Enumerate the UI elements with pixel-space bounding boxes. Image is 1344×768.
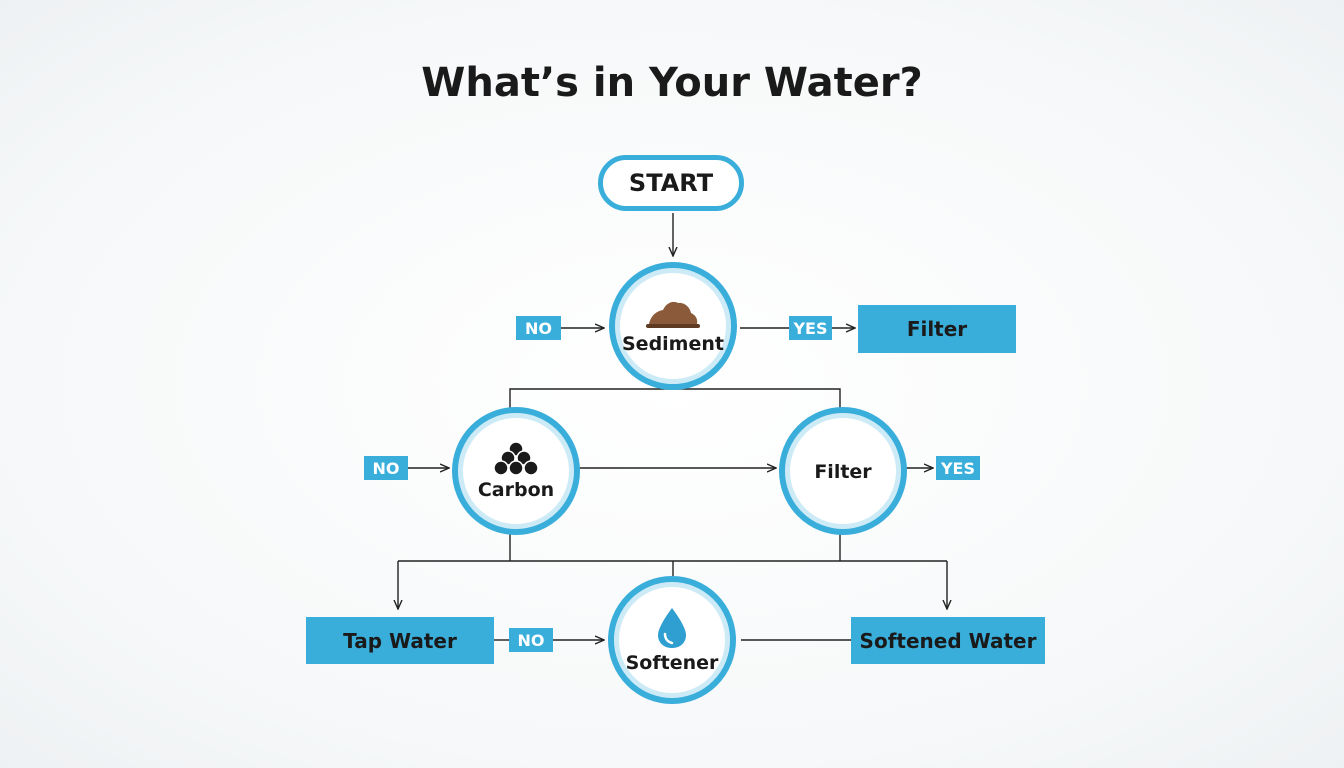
no-tag-carbon: NO [364, 456, 408, 480]
carbon-label: Carbon [477, 479, 555, 501]
filter-node: Filter [779, 407, 907, 535]
yes-tag-filter: YES [936, 456, 980, 480]
no-tag-softener: NO [509, 628, 553, 652]
carbon-node: Carbon [452, 407, 580, 535]
softener-label: Softener [625, 652, 719, 674]
line-sediment-branch [509, 388, 841, 410]
water-drop-icon [658, 608, 686, 648]
diagram-title: What’s in Your Water? [421, 60, 923, 106]
softened-water-box: Softened Water [851, 617, 1045, 664]
filter-result-box: Filter [858, 305, 1016, 353]
yes-tag-sediment: YES [789, 316, 832, 340]
carbon-granules-icon [493, 441, 539, 476]
tap-water-box: Tap Water [306, 617, 494, 664]
sediment-node: Sediment [609, 262, 737, 390]
no-tag-sediment: NO [516, 316, 561, 340]
sediment-label: Sediment [622, 333, 724, 355]
filter-node-label: Filter [814, 461, 872, 483]
sediment-pile-icon [646, 301, 700, 328]
start-terminal: START [598, 155, 744, 211]
softener-node: Softener [608, 576, 736, 704]
